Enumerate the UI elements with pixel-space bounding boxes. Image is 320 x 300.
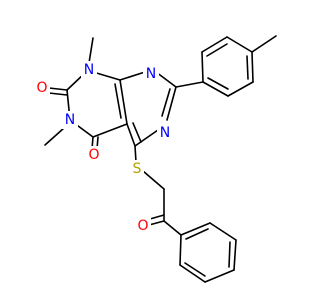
- bond-c4-c4a: [92, 123, 128, 138]
- atom-n1-label: N: [84, 62, 94, 78]
- bond-phenyl-d: [204, 269, 235, 283]
- bond-phenyl-b: [209, 222, 237, 241]
- bond-tolyl-double-3: [207, 77, 229, 90]
- label-mask-layer: [34, 61, 173, 235]
- bond-tolyl-f: [202, 81, 229, 97]
- bond-c8a-n8: [119, 71, 146, 81]
- atom-n6-label: N: [160, 125, 170, 141]
- bond-n6-c5: [134, 129, 159, 147]
- bond-tolyl-double-1: [206, 43, 228, 57]
- chemical-structure-diagram: N N N N O O S O: [34, 35, 277, 283]
- atom-o-bottom-label: O: [88, 147, 99, 163]
- bond-c8a-n1: [92, 71, 121, 81]
- molecule-canvas: N N N N O O S O: [34, 35, 277, 283]
- bond-co-o-double: [149, 214, 165, 220]
- bond-phenyl-double-1: [185, 228, 209, 240]
- bond-c5-c4a-double: [132, 122, 142, 143]
- atom-o-ketone-label: O: [137, 218, 148, 234]
- bond-tolyl-c: [226, 36, 253, 53]
- bond-phenyl-e: [179, 264, 206, 283]
- bond-co-phenyl: [163, 220, 182, 236]
- bond-tolyl-d: [251, 51, 254, 83]
- atom-o-top-label: O: [36, 80, 47, 96]
- bond-layer: [44, 35, 277, 283]
- bond-c7-tolyl: [175, 81, 204, 88]
- bond-c2-o: [48, 87, 68, 91]
- atom-n8-label: N: [146, 66, 156, 82]
- atom-s-label: S: [133, 161, 142, 177]
- bond-tolyl-b: [201, 36, 228, 53]
- bond-c7-n6-double: [161, 88, 171, 117]
- bond-co-o: [148, 220, 165, 226]
- bond-tolyl-methyl: [251, 35, 277, 53]
- bond-n8-c7: [155, 71, 177, 88]
- bond-tolyl-double-2: [246, 55, 249, 80]
- bond-c4a-c8a-double: [114, 83, 122, 119]
- bond-n1-methyl: [88, 37, 94, 64]
- atom-label-layer: N N N N O O S O: [36, 62, 170, 234]
- atom-n3-label: N: [65, 112, 75, 128]
- bond-c2-o-double: [48, 92, 68, 96]
- bond-c4a-c8a: [119, 79, 128, 125]
- bond-phenyl-double-3: [184, 262, 206, 277]
- bond-phenyl-f: [179, 234, 182, 266]
- bond-phenyl-double-2: [228, 241, 231, 268]
- bond-tolyl-a: [201, 51, 204, 83]
- bond-c7-n6: [166, 86, 177, 121]
- bond-n3-methyl: [44, 127, 65, 146]
- bond-tolyl-e: [227, 81, 254, 97]
- bond-c5-s: [134, 145, 137, 163]
- bond-phenyl-c: [233, 239, 237, 271]
- bond-s-ch2: [142, 170, 165, 190]
- bond-c5-c4a: [126, 123, 136, 147]
- bond-phenyl-a: [180, 222, 211, 236]
